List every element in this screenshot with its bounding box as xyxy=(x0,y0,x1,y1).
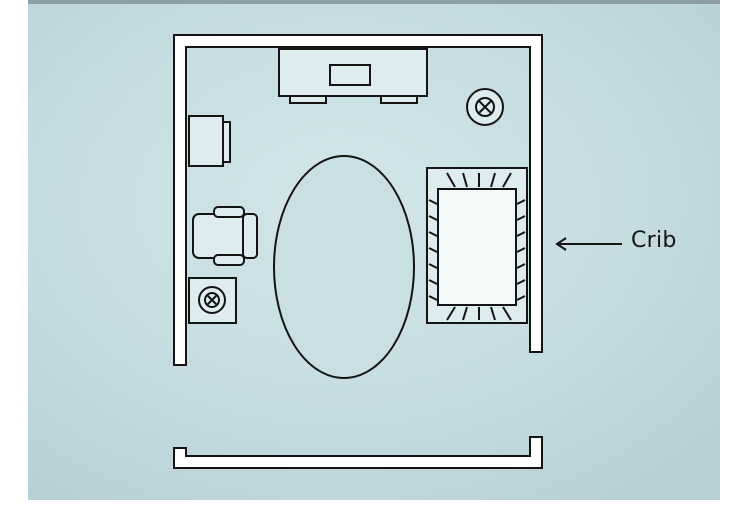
crib-slat xyxy=(516,231,526,237)
crib-slat xyxy=(462,306,468,321)
armchair-arm xyxy=(213,254,245,266)
oval-rug xyxy=(273,155,415,379)
callout-arrow xyxy=(555,237,622,251)
crib-slats xyxy=(428,172,526,321)
room-wall xyxy=(173,34,543,366)
armchair-back xyxy=(242,213,258,259)
desk-leg xyxy=(380,95,418,104)
crib-slat xyxy=(490,172,496,188)
crib-slat xyxy=(490,306,496,321)
arrow-head xyxy=(555,237,567,251)
armchair xyxy=(192,206,258,266)
crib-slat xyxy=(516,247,526,253)
crib-slat xyxy=(462,172,468,188)
round-table-lamp xyxy=(466,88,504,126)
crib-slat xyxy=(446,306,456,321)
desk-top xyxy=(278,48,428,97)
crib-mattress xyxy=(437,188,517,306)
crib-slat xyxy=(446,172,456,188)
side-table xyxy=(188,115,231,167)
crib xyxy=(426,167,528,324)
crib-callout-label: Crib xyxy=(631,228,677,253)
crib-slat xyxy=(516,279,526,285)
desk-leg xyxy=(289,95,327,104)
armchair-seat xyxy=(192,213,249,259)
side-table-lip xyxy=(222,121,231,163)
desk xyxy=(278,48,428,104)
bottom-wall xyxy=(173,436,543,469)
crib-slat xyxy=(516,295,526,301)
crib-slat xyxy=(428,247,438,253)
lamp-cross xyxy=(477,99,493,115)
corner-lamp-cross xyxy=(206,294,218,306)
side-table-top xyxy=(188,115,224,167)
top-edge-shadow xyxy=(28,0,720,4)
crib-slat xyxy=(428,231,438,237)
crib-slat xyxy=(428,263,438,269)
crib-slat xyxy=(516,263,526,269)
crib-slat xyxy=(516,215,526,221)
crib-slat xyxy=(502,306,512,321)
corner-table-lamp xyxy=(188,277,237,324)
crib-slat xyxy=(502,172,512,188)
crib-slat xyxy=(516,199,526,205)
armchair-arm xyxy=(213,206,245,218)
crib-slat xyxy=(428,215,438,221)
crib-slat xyxy=(428,295,438,301)
desk-monitor xyxy=(329,64,371,86)
crib-slat xyxy=(428,199,438,205)
crib-slat xyxy=(428,279,438,285)
